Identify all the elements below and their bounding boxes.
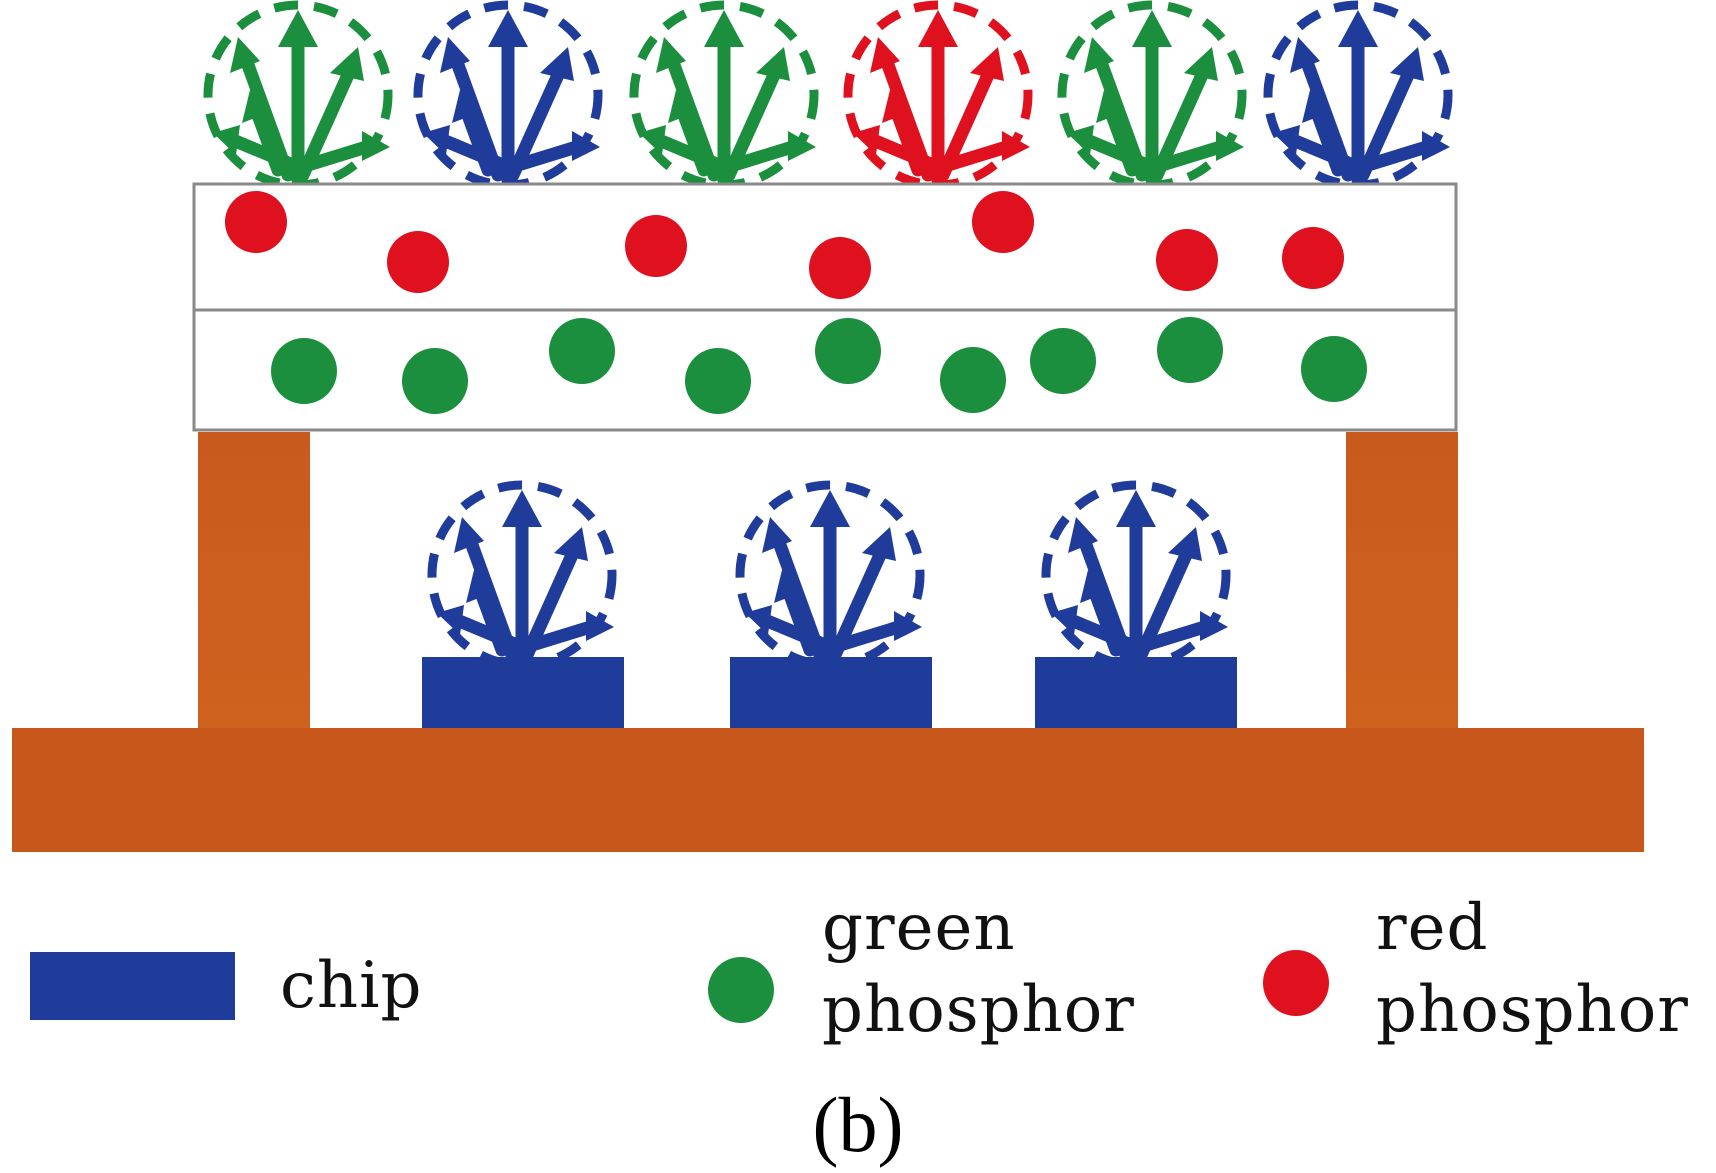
chip-emitter-1 [432,485,614,665]
top-emitter-green-5 [1062,5,1244,185]
top-emitters [208,5,1450,185]
green-phosphor-particle-5 [815,318,881,384]
legend-green-label-line2: phosphor [822,973,1135,1047]
red-phosphor-particle-5 [972,191,1034,253]
legend-green-label-line1: green [822,891,1016,965]
green-phosphor-particle-9 [1301,336,1367,402]
green-phosphor-particle-2 [402,348,468,414]
red-phosphor-particle-6 [1156,229,1218,291]
green-phosphor-particle-7 [1030,328,1096,394]
green-phosphor-particle-1 [271,338,337,404]
legend-chip-swatch [30,952,235,1020]
green-phosphor-particle-8 [1157,317,1223,383]
left-support-post [198,432,310,728]
panel-label: (b) [812,1081,904,1168]
substrate-board [12,728,1644,852]
top-emitter-green-3 [634,5,816,185]
red-phosphor-particle-1 [225,191,287,253]
top-emitter-red-4 [848,5,1030,185]
green-phosphor-particle-4 [685,348,751,414]
green-phosphor-particle-6 [940,347,1006,413]
chip-emitters [432,485,1228,665]
chip-emitter-3 [1046,485,1228,665]
red-phosphor-particle-4 [809,237,871,299]
top-emitter-blue-6 [1268,5,1450,185]
red-phosphor-particle-7 [1282,227,1344,289]
green-phosphor-particle-3 [549,318,615,384]
red-phosphor-particles [225,191,1344,299]
legend-green-swatch [708,957,774,1023]
legend-chip-label: chip [280,949,423,1023]
legend-red-swatch [1263,950,1329,1016]
legend-red-label-line2: phosphor [1376,973,1689,1047]
red-phosphor-particle-2 [387,231,449,293]
top-emitter-blue-2 [418,5,600,185]
led-chip-2 [730,657,932,728]
green-phosphor-particles [271,317,1367,414]
top-emitter-green-1 [208,5,390,185]
legend-red-label-line1: red [1376,891,1489,965]
chip-emitter-2 [740,485,922,665]
right-support-post [1346,432,1458,728]
led-chip-3 [1035,657,1237,728]
led-chip-1 [422,657,624,728]
red-phosphor-particle-3 [625,215,687,277]
